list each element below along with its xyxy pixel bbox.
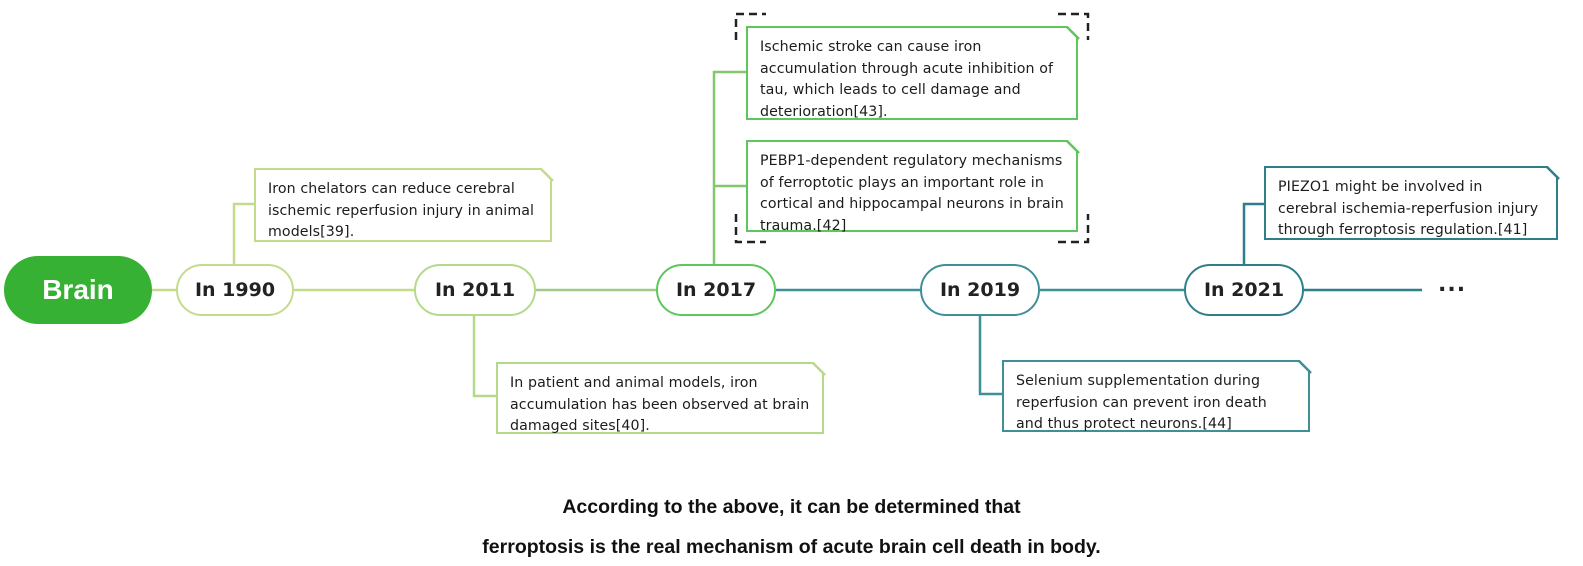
note-2019: Selenium supplementation during reperfus… xyxy=(1002,360,1310,432)
branch-connector xyxy=(978,316,1002,396)
year-node-2011: In 2011 xyxy=(414,264,536,316)
note-text: PEBP1-dependent regulatory mechanisms of… xyxy=(760,153,1064,234)
note-2017-tau: Ischemic stroke can cause iron accumulat… xyxy=(746,26,1078,120)
note-2021: PIEZO1 might be involved in cerebral isc… xyxy=(1264,166,1558,240)
year-node-2021: In 2021 xyxy=(1184,264,1304,316)
year-label: In 2011 xyxy=(434,279,516,301)
year-node-2017: In 2017 xyxy=(656,264,776,316)
branch-connector xyxy=(232,202,254,266)
note-2011: In patient and animal models, iron accum… xyxy=(496,362,824,434)
year-label: In 2017 xyxy=(675,279,757,301)
note-text: In patient and animal models, iron accum… xyxy=(510,375,810,434)
note-text: Selenium supplementation during reperfus… xyxy=(1016,373,1267,432)
year-label: In 2021 xyxy=(1203,279,1285,301)
conclusion-line-2: ferroptosis is the real mechanism of acu… xyxy=(482,536,1101,558)
note-text: Ischemic stroke can cause iron accumulat… xyxy=(760,39,1054,120)
note-text: PIEZO1 might be involved in cerebral isc… xyxy=(1278,179,1539,238)
timeline-continuation: ... xyxy=(1438,272,1467,297)
branch-connector xyxy=(1242,202,1264,266)
year-node-2019: In 2019 xyxy=(920,264,1040,316)
note-2017-pebp1: PEBP1-dependent regulatory mechanisms of… xyxy=(746,140,1078,232)
branch-connector xyxy=(472,316,496,398)
branch-connector xyxy=(712,70,746,266)
note-1990: Iron chelators can reduce cerebral ische… xyxy=(254,168,552,242)
dashed-bracket xyxy=(734,12,1090,244)
note-text: Iron chelators can reduce cerebral ische… xyxy=(268,181,535,240)
root-label: Brain xyxy=(42,274,114,305)
root-node-brain: Brain xyxy=(4,256,152,324)
year-node-1990: In 1990 xyxy=(176,264,294,316)
year-label: In 2019 xyxy=(939,279,1021,301)
conclusion-line-1: According to the above, it can be determ… xyxy=(562,496,1021,518)
year-label: In 1990 xyxy=(194,279,276,301)
